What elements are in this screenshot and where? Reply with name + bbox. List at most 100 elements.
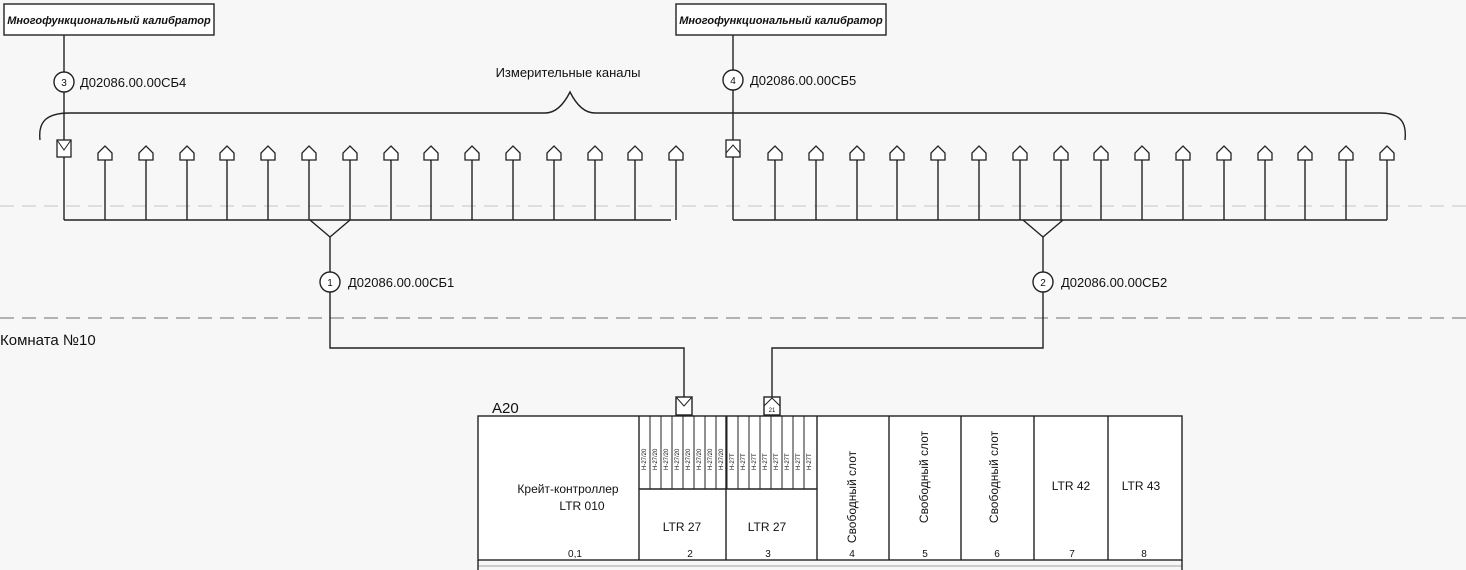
sensor-icon — [342, 145, 358, 161]
module-slot-5: Свободный слот 5 — [917, 430, 931, 560]
controller-model: LTR 010 — [559, 499, 604, 513]
crate-connector-1 — [675, 396, 693, 416]
cable-marker-2: 2 Д02086.00.00СБ2 — [1032, 271, 1167, 293]
module-pin-label: H-27/20 — [675, 448, 681, 470]
controller-slot-number: 0,1 — [568, 549, 582, 560]
sensor-icon — [1297, 145, 1313, 161]
crate-controller: Крейт-контроллер LTR 010 0,1 — [517, 482, 618, 560]
bus-right — [725, 139, 1395, 272]
module-slot-6: Свободный слот 6 — [987, 430, 1001, 560]
sensor-icon — [1134, 145, 1150, 161]
channel-buses — [56, 139, 1395, 272]
module-pin-label: H-27/20 — [686, 448, 692, 470]
module-slot-6-name: Свободный слот — [987, 430, 1001, 523]
cable-3-code: Д02086.00.00СБ4 — [80, 75, 186, 90]
sensor-icon — [546, 145, 562, 161]
sensor-icon — [1012, 145, 1028, 161]
sensor-icon — [971, 145, 987, 161]
module-pin-label: H-27T — [807, 453, 813, 470]
crate-label: А20 — [492, 400, 519, 417]
sensor-icon — [767, 145, 783, 161]
module-pin-label: H-27/20 — [697, 448, 703, 470]
module-slot-8-name: LTR 43 — [1122, 479, 1161, 493]
cable-2-number: 2 — [1040, 278, 1046, 289]
sensor-icon — [808, 145, 824, 161]
calibrator-right: Многофункциональный калибратор — [675, 3, 887, 36]
module-pin-label: H-27T — [774, 453, 780, 470]
module-slot-3-name: LTR 27 — [748, 520, 787, 534]
module-pin-label: H-27T — [763, 453, 769, 470]
module-pin-label: H-27/20 — [642, 448, 648, 470]
calibrator-input-connector — [56, 139, 72, 158]
module-slot-7-number: 7 — [1069, 549, 1075, 560]
sensor-icon — [505, 145, 521, 161]
module-pin-label: H-27T — [730, 453, 736, 470]
module-pin-label: H-27/20 — [708, 448, 714, 470]
calibrator-left-label: Многофункциональный калибратор — [7, 15, 211, 27]
sensor-icon — [179, 145, 195, 161]
svg-text:21: 21 — [769, 408, 776, 414]
sensor-icon — [1257, 145, 1273, 161]
module-slot-4-name: Свободный слот — [845, 450, 859, 543]
measurement-channels-label: Измерительные каналы — [496, 65, 641, 80]
cable-run-1 — [329, 292, 685, 397]
module-pin-label: H-27/20 — [653, 448, 659, 470]
calibrator-input-connector — [725, 139, 741, 158]
sensor-icon — [1338, 145, 1354, 161]
room-label: Комната №10 — [0, 332, 96, 349]
sensor-icon — [260, 145, 276, 161]
sensor-icon — [301, 145, 317, 161]
module-pin-label: H-27/20 — [664, 448, 670, 470]
sensor-icon — [849, 145, 865, 161]
sensor-icon — [138, 145, 154, 161]
module-pin-label: H-27T — [796, 453, 802, 470]
module-slot-8: LTR 43 8 — [1122, 479, 1161, 560]
calibrator-left: Многофункциональный калибратор — [3, 3, 215, 36]
module-slot-8-number: 8 — [1141, 549, 1147, 560]
sensor-icon — [383, 145, 399, 161]
cable-marker-3: 3 Д02086.00.00СБ4 — [53, 71, 186, 93]
sensor-icon — [587, 145, 603, 161]
sensor-icon — [1053, 145, 1069, 161]
calibrator-right-label: Многофункциональный калибратор — [679, 15, 883, 27]
sensor-icon — [1093, 145, 1109, 161]
measurement-channels-brace: Измерительные каналы — [39, 65, 1407, 141]
cable-run-2 — [771, 292, 1044, 397]
cable-1-code: Д02086.00.00СБ1 — [348, 275, 454, 290]
sensor-icon — [930, 145, 946, 161]
sensor-icon — [668, 145, 684, 161]
module-slot-5-number: 5 — [922, 549, 928, 560]
module-slot-2-name: LTR 27 — [663, 520, 702, 534]
module-slot-2-number: 2 — [687, 549, 693, 560]
sensor-icon — [464, 145, 480, 161]
module-slot-5-name: Свободный слот — [917, 430, 931, 523]
sensor-icon — [219, 145, 235, 161]
cable-4-number: 4 — [730, 76, 736, 87]
sensor-icon — [1216, 145, 1232, 161]
cable-4-code: Д02086.00.00СБ5 — [750, 73, 856, 88]
sensor-icon — [1379, 145, 1395, 161]
controller-title: Крейт-контроллер — [517, 482, 618, 496]
bus-left — [56, 139, 684, 272]
cable-2-code: Д02086.00.00СБ2 — [1061, 275, 1167, 290]
module-slot-7: LTR 42 7 — [1052, 479, 1091, 560]
sensor-icon — [1175, 145, 1191, 161]
cable-1-number: 1 — [327, 278, 333, 289]
sensor-icon — [97, 145, 113, 161]
crate-connector-2: 21 — [763, 396, 781, 416]
module-slot-6-number: 6 — [994, 549, 1000, 560]
sensor-icon — [423, 145, 439, 161]
cable-marker-1: 1 Д02086.00.00СБ1 — [319, 271, 454, 293]
sensor-icon — [889, 145, 905, 161]
module-slot-3-number: 3 — [765, 549, 771, 560]
module-slot-4: Свободный слот 4 — [845, 450, 859, 560]
module-pin-label: H-27/20 — [719, 448, 725, 470]
sensor-icon — [627, 145, 643, 161]
module-slot-2: H-27/20 H-27/20 H-27/20 H-27/20 H-27/20 H-27/… — [638, 416, 726, 560]
cable-marker-4: 4 Д02086.00.00СБ5 — [722, 69, 856, 91]
module-pin-label: H-27T — [752, 453, 758, 470]
